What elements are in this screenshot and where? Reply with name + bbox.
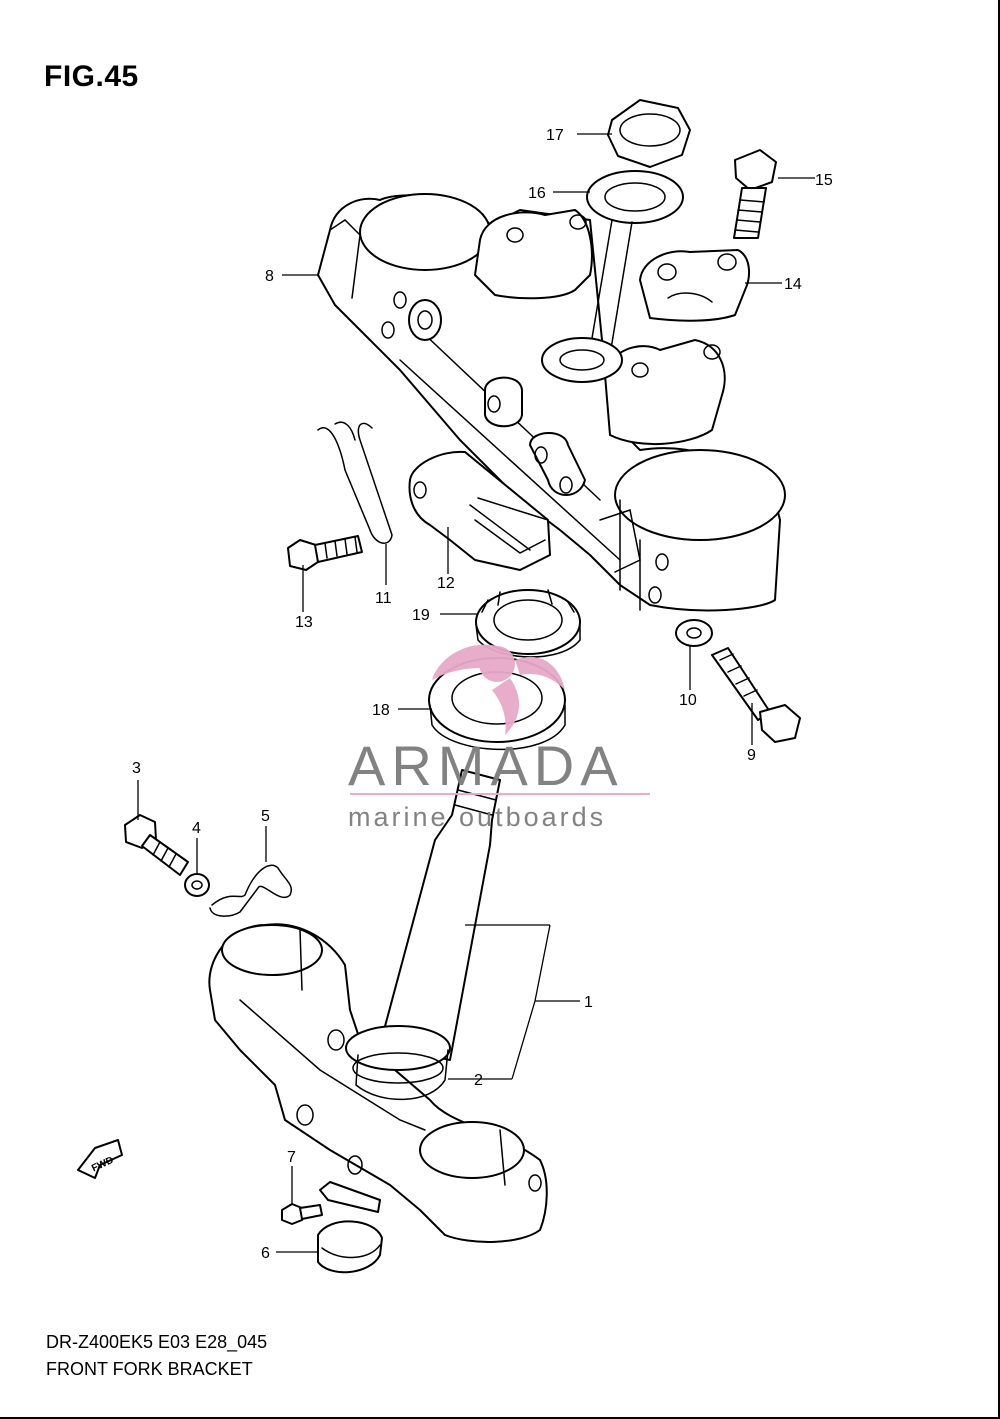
callout-17: 17 [546,127,564,144]
callout-2: 2 [474,1072,483,1089]
callout-1: 1 [584,994,593,1011]
washer-part-4[interactable] [184,873,210,897]
bolt-part-15[interactable] [733,149,777,239]
cable-holder-part-6[interactable] [317,1181,383,1274]
callout-11: 11 [375,590,392,607]
callout-16: 16 [528,185,546,202]
clip-part-11[interactable] [317,421,393,544]
bolt-part-7[interactable] [281,1203,323,1225]
lock-nut-part-19[interactable] [475,589,581,658]
callout-7: 7 [287,1149,296,1166]
callout-19: 19 [412,607,430,624]
callout-8: 8 [265,268,274,285]
cable-guide-part-12[interactable] [408,450,551,571]
callout-labels: 17 16 15 14 8 12 11 13 19 18 10 9 3 4 5 … [132,127,833,1262]
upper-bracket-part-8[interactable] [317,193,786,612]
propeller-logo-icon [432,644,565,735]
callout-3: 3 [132,760,141,777]
callout-4: 4 [192,820,201,837]
bolt-part-9[interactable] [711,647,801,743]
callout-18: 18 [372,702,390,719]
clip-part-5[interactable] [209,864,292,917]
forward-direction-marker: FWD [77,1139,123,1179]
bolt-part-13[interactable] [287,535,363,571]
watermark-underline [350,793,650,795]
callout-12: 12 [437,575,455,592]
callout-10: 10 [679,692,697,709]
washer-part-16[interactable] [541,170,684,383]
callout-6: 6 [261,1245,270,1262]
armada-watermark: ARMADA marine outboards [348,644,650,832]
watermark-tagline: marine outboards [348,802,606,832]
callout-5: 5 [261,808,270,825]
steering-stem-lower-bracket-part-1[interactable] [208,769,548,1243]
footer-diagram-name: FRONT FORK BRACKET [46,1359,253,1379]
footer-diagram-code: DR-Z400EK5 E03 E28_045 [46,1332,268,1352]
figure-title: FIG.45 [44,60,139,93]
leader-lines [137,133,815,1253]
bolt-part-3[interactable] [124,814,189,876]
callout-9: 9 [747,747,756,764]
washer-part-10[interactable] [675,619,713,647]
callout-14: 14 [784,276,802,293]
watermark-name: ARMADA [348,734,624,797]
handlebar-upper-clamp-part-14[interactable] [639,249,751,322]
callout-13: 13 [295,614,313,631]
callout-15: 15 [815,172,833,189]
stem-nut-part-17[interactable] [607,99,691,168]
